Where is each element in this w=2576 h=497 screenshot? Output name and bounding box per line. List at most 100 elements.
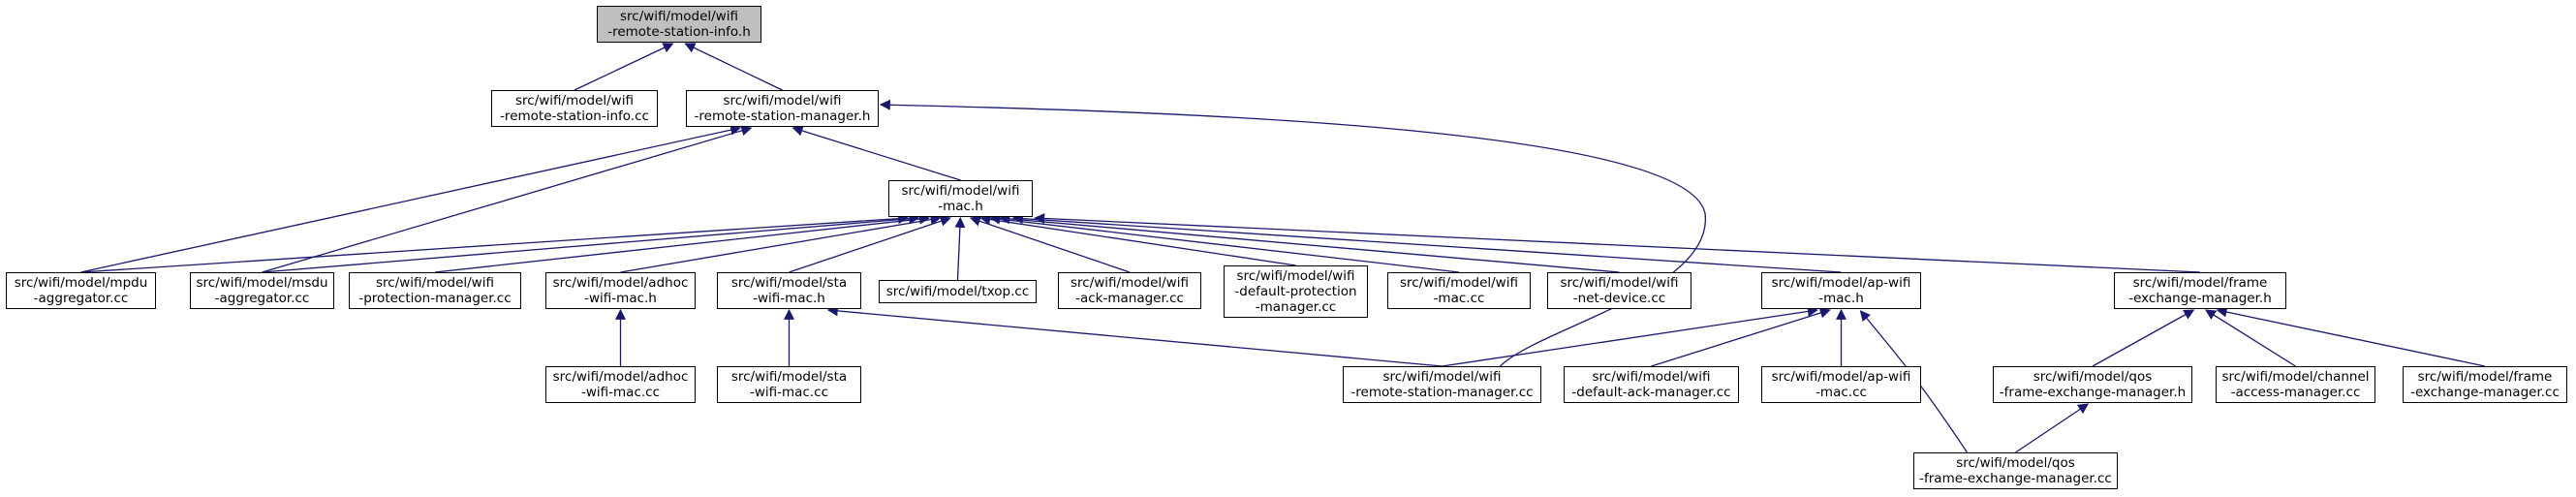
edge-n_defprot-to-n_mac_h [979, 214, 1296, 266]
node-label-line: src/wifi/model/wifi [723, 93, 842, 109]
node-qos-frame-exchange-manager-cc[interactable]: src/wifi/model/qos-frame-exchange-manage… [1913, 452, 2118, 489]
edge-n_txop-to-n_mac_h [954, 216, 966, 281]
node-ap-wifi-mac-cc[interactable]: src/wifi/model/ap-wifi-mac.cc [1761, 366, 1921, 403]
node-protection-manager-cc[interactable]: src/wifi/model/wifi-protection-manager.c… [349, 272, 521, 309]
edge-n_ap_h-to-n_mac_h [1011, 213, 1842, 273]
node-label-line: -wifi-mac.h [753, 291, 825, 306]
node-label-line: src/wifi/model/msdu [196, 275, 328, 291]
edge-n_fem_cc-to-n_fem_h [2216, 306, 2486, 367]
node-label-line: -mac.h [1818, 291, 1864, 306]
node-label-line: src/wifi/model/qos [2033, 369, 2153, 385]
edge-n_mac_h-to-n_rsm_h [791, 125, 961, 181]
node-label-line: -remote-station-info.cc [500, 109, 649, 124]
node-channel-access-manager-cc[interactable]: src/wifi/model/channel-access-manager.cc [2216, 366, 2375, 403]
node-label-line: -default-protection [1234, 284, 1357, 299]
edge-n_rsm_cc-to-n_sta_h [826, 305, 1443, 367]
edge-n_rsm_cc-to-n_rsm_h [879, 99, 1706, 367]
edge-n_qos_h-to-n_fem_h [2092, 309, 2195, 367]
node-default-ack-manager-cc[interactable]: src/wifi/model/wifi-default-ack-manager.… [1564, 366, 1739, 403]
node-label-line: src/wifi/model/wifi [1592, 369, 1711, 385]
node-label-line: src/wifi/model/wifi [1400, 275, 1518, 291]
node-frame-exchange-manager-cc[interactable]: src/wifi/model/frame-exchange-manager.cc [2403, 366, 2567, 403]
node-label-line: -ack-manager.cc [1075, 291, 1184, 306]
node-label-line: -remote-station-info.h [607, 24, 751, 40]
node-label-line: src/wifi/model/channel [2221, 369, 2370, 385]
node-wifi-mac-h[interactable]: src/wifi/model/wifi-mac.h [888, 180, 1033, 217]
node-sta-wifi-mac-h[interactable]: src/wifi/model/sta-wifi-mac.h [717, 272, 861, 309]
node-label-line: src/wifi/model/adhoc [552, 275, 689, 291]
node-label-line: src/wifi/model/wifi [1236, 268, 1355, 284]
edge-n_rsm_h-to-n_rsi_h [684, 43, 783, 91]
node-label-line: src/wifi/model/ap-wifi [1771, 275, 1911, 291]
node-msdu-aggregator-cc[interactable]: src/wifi/model/msdu-aggregator.cc [190, 272, 334, 309]
node-label-line: -default-ack-manager.cc [1571, 385, 1731, 400]
node-label-line: src/wifi/model/wifi [1382, 369, 1502, 385]
node-adhoc-wifi-mac-cc[interactable]: src/wifi/model/adhoc-wifi-mac.cc [545, 366, 696, 403]
edge-n_sta_h-to-n_mac_h [789, 215, 951, 273]
node-label-line: -exchange-manager.cc [2410, 385, 2560, 400]
node-label-line: -manager.cc [1255, 299, 1337, 315]
node-label-line: -remote-station-manager.h [694, 109, 871, 124]
node-label-line: src/wifi/model/qos [1956, 455, 2075, 471]
node-label-line: src/wifi/model/wifi [901, 183, 1020, 199]
node-label-line: src/wifi/model/wifi [620, 9, 738, 24]
edge-n_msdu-to-n_mac_h [262, 213, 920, 273]
node-remote-station-manager-cc[interactable]: src/wifi/model/wifi-remote-station-manag… [1343, 366, 1541, 403]
node-ap-wifi-mac-h[interactable]: src/wifi/model/ap-wifi-mac.h [1761, 272, 1921, 309]
node-adhoc-wifi-mac-h[interactable]: src/wifi/model/adhoc-wifi-mac.h [545, 272, 696, 309]
node-txop-cc[interactable]: src/wifi/model/txop.cc [879, 280, 1037, 303]
node-label-line: src/wifi/model/sta [730, 275, 848, 291]
node-label-line: -wifi-mac.cc [580, 385, 661, 400]
node-label-line: src/wifi/model/wifi [515, 93, 634, 109]
node-remote-station-manager-h[interactable]: src/wifi/model/wifi-remote-station-manag… [686, 90, 879, 127]
node-label-line: src/wifi/model/wifi [1071, 275, 1189, 291]
node-remote-station-info-cc[interactable]: src/wifi/model/wifi-remote-station-info.… [491, 90, 658, 127]
node-qos-frame-exchange-manager-h[interactable]: src/wifi/model/qos-frame-exchange-manage… [1993, 366, 2192, 403]
node-label-line: -aggregator.cc [214, 291, 310, 306]
node-ack-manager-cc[interactable]: src/wifi/model/wifi-ack-manager.cc [1058, 272, 1201, 309]
edge-n_prot-to-n_mac_h [434, 213, 931, 273]
node-label-line: -frame-exchange-manager.h [1999, 385, 2187, 400]
node-label-line: src/wifi/model/ap-wifi [1771, 369, 1911, 385]
edge-n_adhoc_h-to-n_mac_h [620, 214, 942, 273]
node-label-line: src/wifi/model/adhoc [552, 369, 689, 385]
node-label-line: -mac.cc [1816, 385, 1867, 400]
edge-n_ack-to-n_mac_h [969, 215, 1131, 273]
node-label-line: src/wifi/model/mpdu [14, 275, 148, 291]
node-wifi-mac-cc[interactable]: src/wifi/model/wifi-mac.cc [1387, 272, 1531, 309]
edge-n_mpdu-to-n_rsm_h [80, 124, 742, 273]
node-label-line: src/wifi/model/frame [2417, 369, 2553, 385]
node-label-line: -mac.h [938, 199, 983, 214]
node-label-line: src/wifi/model/sta [730, 369, 848, 385]
node-label-line: src/wifi/model/frame [2132, 275, 2268, 291]
node-label-line: -access-manager.cc [2230, 385, 2361, 400]
node-label-line: -wifi-mac.h [584, 291, 657, 306]
node-label-line: -remote-station-manager.cc [1350, 385, 1534, 400]
edge-n_qos_cc-to-n_qos_h [2015, 403, 2090, 453]
node-label-line: -aggregator.cc [33, 291, 129, 306]
edge-n_rsm_cc-to-n_ap_h [1442, 306, 1818, 367]
node-sta-wifi-mac-cc[interactable]: src/wifi/model/sta-wifi-mac.cc [717, 366, 861, 403]
edge-n_mac_cc-to-n_mac_h [989, 213, 1460, 273]
node-label-line: src/wifi/model/txop.cc [885, 284, 1030, 299]
edge-n_defack-to-n_ap_h [1651, 307, 1831, 367]
node-net-device-cc[interactable]: src/wifi/model/wifi-net-device.cc [1547, 272, 1691, 309]
node-label-line: -frame-exchange-manager.cc [1919, 471, 2112, 486]
node-remote-station-info-h[interactable]: src/wifi/model/wifi-remote-station-info.… [597, 6, 761, 43]
edge-n_mpdu-to-n_mac_h [80, 213, 910, 273]
edge-n_fem_h-to-n_mac_h [1034, 212, 2201, 273]
node-frame-exchange-manager-h[interactable]: src/wifi/model/frame-exchange-manager.h [2114, 272, 2286, 309]
edge-n_cam-to-n_fem_h [2204, 309, 2296, 367]
node-label-line: -wifi-mac.cc [749, 385, 829, 400]
node-default-protection-manager-cc[interactable]: src/wifi/model/wifi-default-protection-m… [1224, 265, 1368, 318]
edge-n_rsi_cc-to-n_rsi_h [574, 43, 674, 91]
node-label-line: src/wifi/model/wifi [376, 275, 494, 291]
edge-n_msdu-to-n_rsm_h [262, 125, 753, 273]
node-label-line: src/wifi/model/wifi [1560, 275, 1679, 291]
node-label-line: -exchange-manager.h [2128, 291, 2272, 306]
node-mpdu-aggregator-cc[interactable]: src/wifi/model/mpdu-aggregator.cc [6, 272, 156, 309]
node-label-line: -mac.cc [1433, 291, 1485, 306]
edge-n_netdev-to-n_mac_h [999, 213, 1620, 273]
